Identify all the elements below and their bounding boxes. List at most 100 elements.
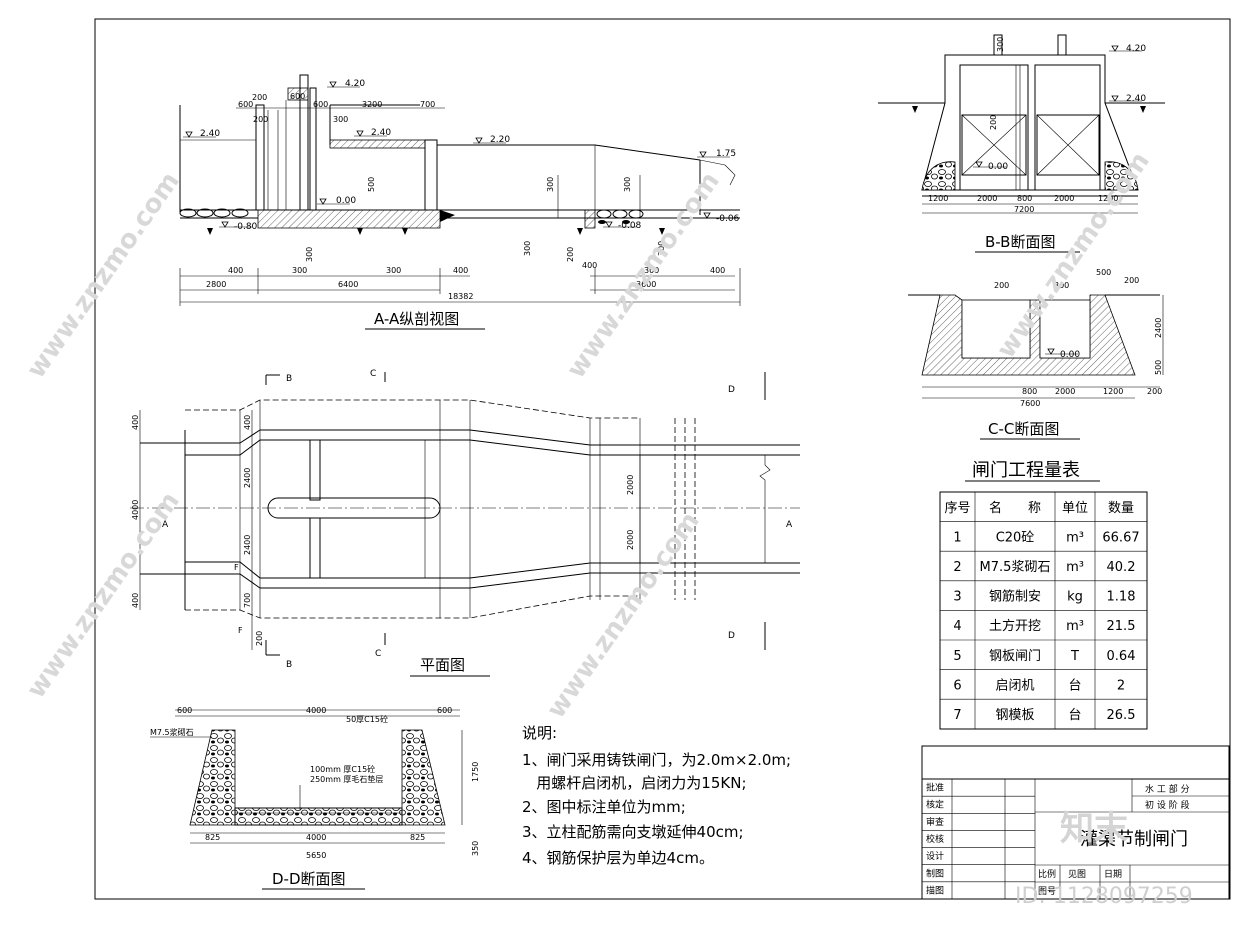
aa-view-title: A-A纵剖视图 bbox=[374, 310, 459, 328]
note-line-5: 4、钢筋保护层为单边4cm。 bbox=[522, 849, 714, 867]
qty-cell: 2 bbox=[1117, 678, 1125, 693]
aa-dim-200b: 200 bbox=[253, 115, 268, 124]
aa-dim-600c: 600 bbox=[313, 100, 328, 109]
qty-cell: 1 bbox=[953, 530, 961, 545]
cc-h500: 500 bbox=[1154, 360, 1163, 375]
qty-cell: 启闭机 bbox=[995, 678, 1034, 693]
bb-w1200a: 1200 bbox=[928, 194, 948, 203]
aa-elev-240a: 2.40 bbox=[200, 129, 220, 139]
plan-sec-f2: F bbox=[238, 626, 243, 635]
plan-v400c: 400 bbox=[243, 415, 252, 430]
qty-cell: 钢模板 bbox=[995, 708, 1034, 723]
aa-dim-200c: 200 bbox=[566, 247, 575, 262]
tb-role-label: 描图 bbox=[926, 884, 944, 896]
aa-elev-m008: -0.08 bbox=[618, 221, 642, 231]
plan-sec-a-left: A bbox=[162, 520, 169, 530]
bb-elev-240: 2.40 bbox=[1126, 94, 1146, 104]
plan-v2400a: 2400 bbox=[243, 468, 252, 488]
watermark-site-1: www.znzmo.com bbox=[21, 167, 186, 384]
cc-t300: 300 bbox=[1054, 281, 1069, 290]
aa-elev-420: 4.20 bbox=[345, 79, 365, 89]
tb-role-label: 制图 bbox=[926, 867, 944, 879]
aa-outlet-riprap bbox=[584, 209, 644, 229]
aa-inlet-riprap bbox=[179, 208, 249, 218]
aa-elev-240b: 2.40 bbox=[371, 128, 391, 138]
plan-v400b: 400 bbox=[131, 593, 140, 608]
qty-cell: 台 bbox=[1068, 708, 1081, 723]
notes-heading: 说明: bbox=[522, 724, 557, 742]
sheet-border bbox=[94, 18, 1231, 900]
qty-cell: m³ bbox=[1066, 530, 1084, 545]
aa-dim-300b: 300 bbox=[546, 177, 555, 192]
aa-dim-200a: 200 bbox=[252, 93, 267, 102]
tb-stage: 初 设 阶 段 bbox=[1145, 799, 1190, 811]
aa-bdim-2800: 2800 bbox=[206, 280, 226, 289]
watermark-site-3: www.znzmo.com bbox=[21, 487, 186, 704]
tb-role-label: 批准 bbox=[926, 782, 944, 794]
plan-sec-b-bot: B bbox=[286, 660, 292, 670]
dd-l100-label: 100mm 厚C15砼 bbox=[310, 764, 375, 774]
aa-dim-300e: 300 bbox=[523, 241, 532, 256]
plan-v2400b: 2400 bbox=[243, 535, 252, 555]
tb-role-label: 核定 bbox=[926, 799, 944, 811]
aa-dim-500: 500 bbox=[367, 177, 376, 192]
tb-role-label: 审查 bbox=[926, 816, 944, 828]
dd-section-view: 600 4000 600 M7.5浆砌石 50厚C15砼 100mm 厚C15砼… bbox=[150, 706, 480, 890]
qty-cell: 钢板闸门 bbox=[989, 649, 1041, 664]
aa-bdim-6400: 6400 bbox=[338, 280, 358, 289]
aa-dim-300c: 300 bbox=[623, 177, 632, 192]
cc-w800: 800 bbox=[1022, 387, 1037, 396]
dd-l250-label: 250mm 厚毛石垫层 bbox=[310, 774, 383, 784]
bb-section-view: 4.20 2.40 0.00 300 200 1200 2000 800 200… bbox=[878, 34, 1165, 253]
cc-t200a: 200 bbox=[994, 281, 1009, 290]
bb-dim-300: 300 bbox=[996, 37, 1005, 52]
bb-elev-420: 4.20 bbox=[1126, 44, 1146, 54]
qty-cell: 3 bbox=[953, 590, 961, 605]
qty-cell: 土方开挖 bbox=[989, 618, 1041, 634]
plan-v400a: 400 bbox=[131, 415, 140, 430]
bb-w800: 800 bbox=[1017, 194, 1032, 203]
plan-sec-d-top: D bbox=[728, 385, 735, 395]
bb-elev-000: 0.00 bbox=[988, 162, 1008, 172]
qty-cell: 6 bbox=[953, 678, 961, 693]
cc-t500: 500 bbox=[1096, 268, 1111, 277]
note-line-3: 2、图中标注单位为mm; bbox=[522, 798, 686, 816]
qty-cell: 4 bbox=[953, 619, 961, 634]
watermark-logo: 知末 bbox=[1060, 809, 1128, 849]
dd-h1750: 1750 bbox=[471, 762, 480, 782]
watermark-id: ID: 1128097259 bbox=[1015, 884, 1193, 909]
aa-elev-175: 1.75 bbox=[716, 149, 736, 159]
dd-b5650: 5650 bbox=[306, 851, 326, 860]
plan-sec-c-bot: C bbox=[375, 649, 381, 659]
aa-bdim-300b: 300 bbox=[386, 266, 401, 275]
qty-cell: 7 bbox=[953, 708, 961, 723]
tb-dept: 水 工 部 分 bbox=[1145, 783, 1190, 795]
cc-w1200: 1200 bbox=[1103, 387, 1123, 396]
qty-cell: m³ bbox=[1066, 560, 1084, 575]
aa-dim-600b: 600 bbox=[290, 92, 305, 101]
aa-dim-700: 700 bbox=[420, 100, 435, 109]
tb-no-label: 图号 bbox=[1038, 886, 1056, 897]
cc-w2000: 2000 bbox=[1055, 387, 1075, 396]
note-line-2: 用螺杆启闭机，启闭力为15KN; bbox=[522, 774, 747, 792]
qty-cell: 26.5 bbox=[1107, 708, 1136, 723]
qty-cell: 5 bbox=[953, 649, 961, 664]
bb-w7200: 7200 bbox=[1014, 205, 1034, 214]
plan-v700: 700 bbox=[243, 593, 252, 608]
qty-cell: 台 bbox=[1068, 678, 1081, 693]
aa-elev-m080: -0.80 bbox=[234, 222, 258, 232]
aa-dim-300a: 300 bbox=[333, 115, 348, 124]
qty-header-cell: 名 称 bbox=[989, 500, 1041, 516]
watermark-site-2: www.znzmo.com bbox=[561, 167, 726, 384]
dd-b4000: 4000 bbox=[306, 833, 326, 842]
plan-sec-d-bot: D bbox=[728, 631, 735, 641]
aa-dim-3200: 3200 bbox=[362, 100, 382, 109]
aa-bdim-3600: 3600 bbox=[636, 280, 656, 289]
plan-sec-c-top: C bbox=[370, 369, 376, 379]
plan-view-title: 平面图 bbox=[420, 656, 465, 674]
qty-table-title: 闸门工程量表 bbox=[972, 460, 1080, 481]
dd-top4000: 4000 bbox=[306, 706, 326, 715]
